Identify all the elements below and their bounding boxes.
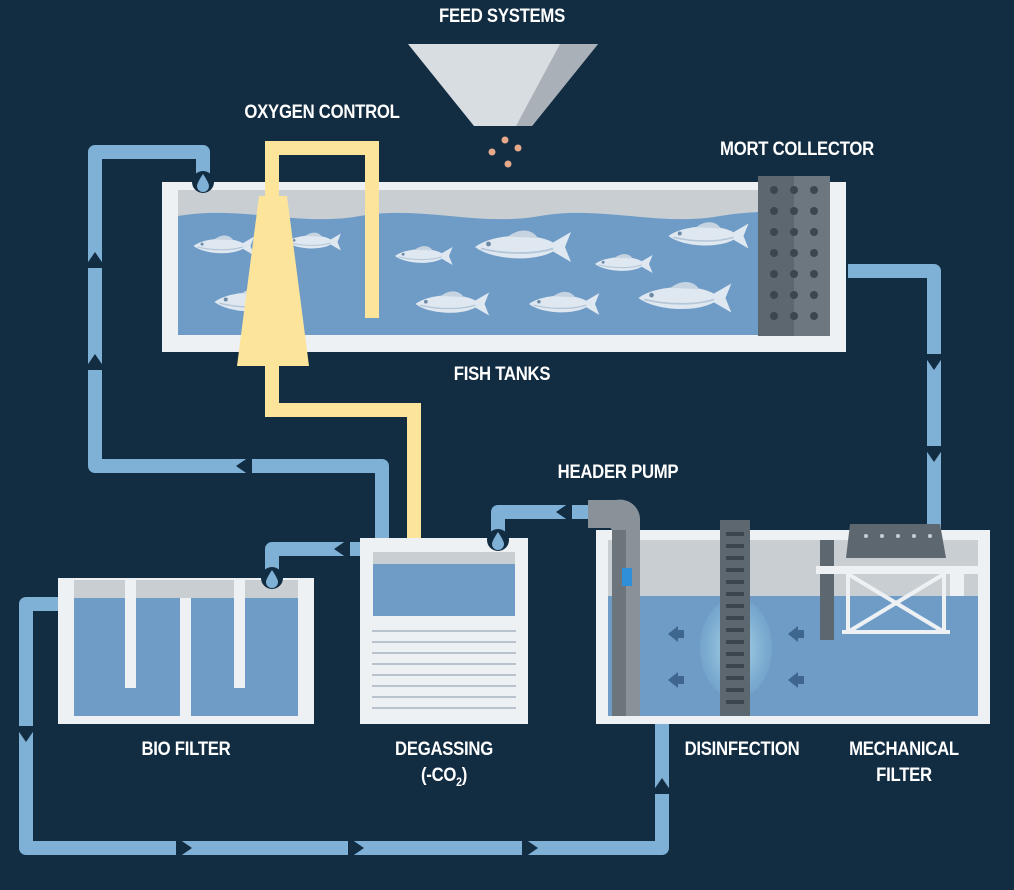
flow-arrow-icon [668,626,684,642]
flow-arrow-icon [522,837,538,859]
feed-pellet-icon [488,148,496,156]
label-mechanical-filter-line2: FILTER [876,765,932,786]
flow-arrow-icon [668,672,684,688]
flow-arrow-icon [651,778,673,794]
flow-arrow-icon [556,501,572,523]
pipe-bottom-loop [19,597,669,855]
label-degassing: DEGASSING (-CO2) [356,737,532,790]
label-mort-collector: MORT COLLECTOR [720,139,874,160]
flow-arrow-icon [176,837,192,859]
water-drop-icon [487,529,509,551]
label-mechanical-filter-line1: MECHANICAL [849,739,959,760]
feed-pellet-icon [514,144,522,152]
flow-arrow-icon [84,354,106,370]
feed-pellet-icon [501,136,509,144]
flow-arrow-icons [15,252,945,859]
pipe-pump-to-degassing [491,505,588,540]
oxygen-control [237,141,421,540]
degassing-unit [360,538,528,724]
flow-arrow-icon [15,726,37,742]
label-feed-systems: FEED SYSTEMS [439,6,565,27]
mechanical-filter [816,524,988,640]
label-header-pump: HEADER PUMP [557,462,679,483]
sump-tank [588,499,990,724]
label-degassing-formula: (-CO2) [420,765,468,789]
flow-arrow-icon [923,446,945,462]
flow-arrow-icon [348,837,364,859]
label-fish-tanks: FISH TANKS [453,364,551,385]
label-mechanical-filter: MECHANICAL FILTER [816,737,992,789]
label-oxygen-control: OXYGEN CONTROL [244,102,400,123]
pipe-return-to-tank [88,145,389,540]
flow-arrow-icon [334,538,350,560]
flow-arrow-icon [84,252,106,268]
label-bio-filter: BIO FILTER [141,739,231,760]
flow-arrow-icon [923,354,945,370]
label-degassing-title: DEGASSING [395,739,493,760]
water-drop-icon [261,567,283,589]
flow-arrow-icon [788,626,804,642]
mort-collector [758,176,830,336]
label-disinfection: DISINFECTION [684,739,800,760]
pipe-tank-to-mechanical-filter [848,264,941,532]
feed-pellet-icon [504,160,512,168]
water-drop-icon [192,171,214,193]
flow-arrow-icon [236,455,252,477]
feed-hopper [408,44,598,168]
bio-filter [58,578,314,724]
flow-arrow-icon [788,672,804,688]
